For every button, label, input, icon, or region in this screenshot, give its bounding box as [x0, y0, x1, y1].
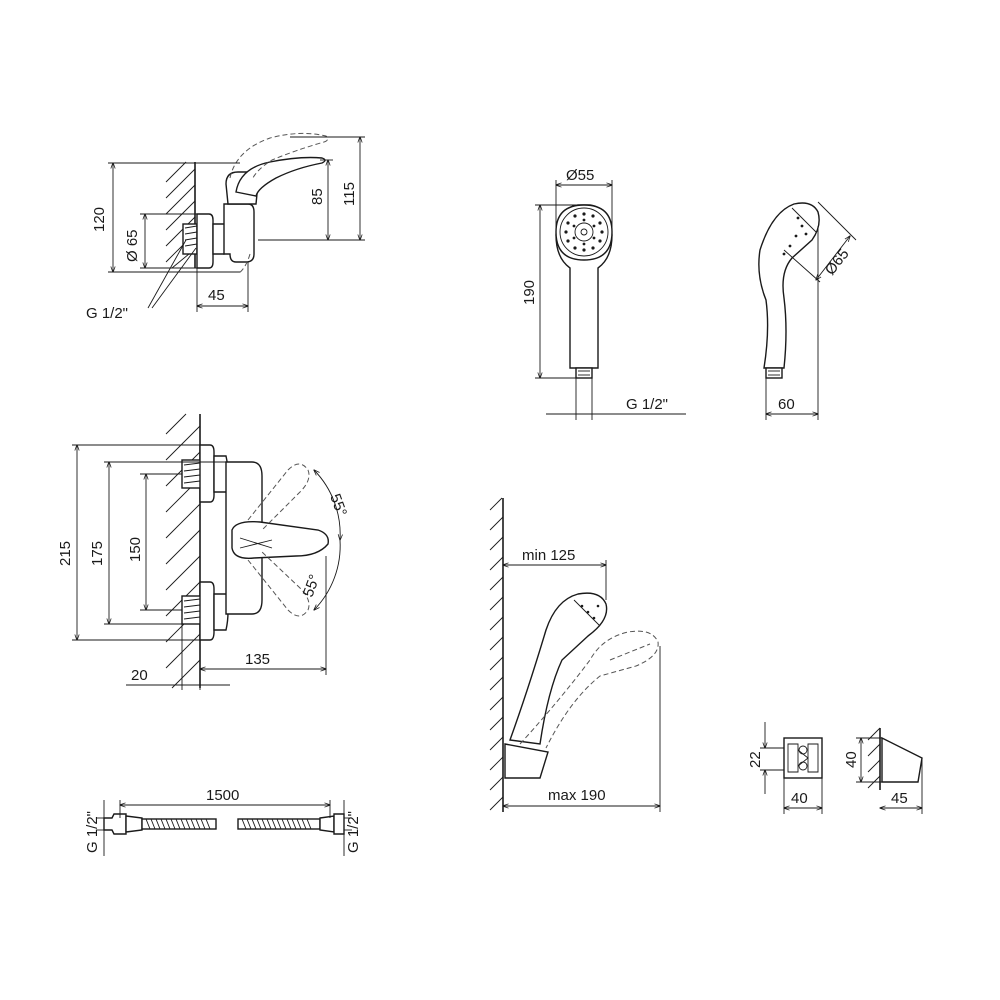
wall-hatch: [867, 727, 881, 790]
dim-shower-diameter: Ø55: [566, 167, 594, 184]
thread-label-mixer-side: G 1/2": [86, 305, 128, 322]
dim-min-reach: min 125: [522, 547, 575, 564]
hand-shower-side-view: Ø65 60: [758, 201, 857, 420]
dim-mixer-front-135: 135: [245, 651, 270, 668]
dim-mixer-side-diameter: Ø 65: [124, 229, 141, 262]
shower-on-holder-view: min 125 max 190: [489, 497, 660, 812]
dim-shower-side-diameter: Ø65: [822, 246, 853, 279]
dim-mixer-side-115: 115: [341, 182, 358, 206]
hose-view: 1500 G 1/2" G 1/2": [84, 787, 362, 856]
hand-shower-front-view: Ø55 190 G 1/2": [521, 167, 686, 420]
dim-holder-front-width: 40: [791, 790, 808, 807]
dim-shower-length: 190: [521, 280, 538, 305]
mixer-side-view: 120 Ø 65 115 85 45 G 1/2": [86, 132, 365, 322]
dim-mixer-front-215: 215: [57, 541, 74, 566]
dim-holder-front-height: 22: [747, 751, 764, 768]
dim-holder-side-depth: 45: [891, 790, 908, 807]
hose-corrugation-left: [145, 818, 211, 830]
thread-label-shower: G 1/2": [626, 396, 668, 413]
dim-hose-length: 1500: [206, 787, 239, 804]
dim-shower-side-depth: 60: [778, 396, 795, 413]
dim-max-reach: max 190: [548, 787, 606, 804]
shower-side-nozzles: [782, 216, 808, 256]
shower-nozzles: [564, 212, 604, 252]
hose-corrugation-right: [241, 818, 312, 830]
holder-shower-nozzles: [580, 604, 600, 620]
dim-mixer-side-45: 45: [208, 287, 225, 304]
angle-down: 55°: [300, 572, 324, 599]
dim-mixer-front-150: 150: [127, 537, 144, 562]
angle-up: 55°: [326, 492, 350, 519]
dim-mixer-front-20: 20: [131, 667, 148, 684]
dim-mixer-side-85: 85: [309, 188, 326, 205]
dim-holder-side-height: 40: [843, 751, 860, 768]
dim-mixer-side-120: 120: [91, 207, 108, 232]
wall-hatch: [489, 497, 504, 812]
dim-mixer-front-175: 175: [89, 541, 106, 566]
mixer-front-view: 55° 55° 215 175 150 135 20: [57, 413, 350, 690]
thread-label-hose-left: G 1/2": [84, 811, 101, 853]
holder-side-view: 40 45: [843, 727, 923, 814]
holder-front-view: 22 40: [747, 722, 823, 814]
wall-hatch: [165, 413, 201, 689]
thread-label-hose-right: G 1/2": [345, 811, 362, 853]
